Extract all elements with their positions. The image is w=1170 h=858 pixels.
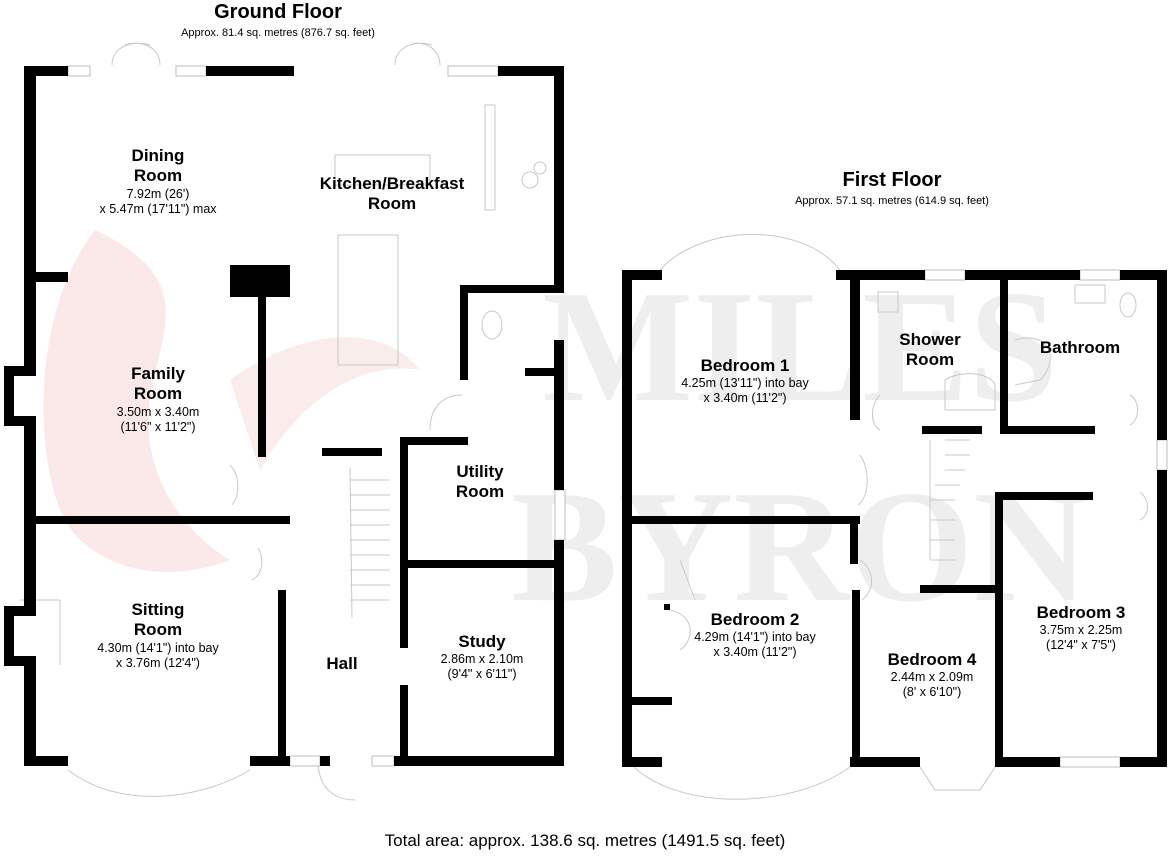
room-dining: Dining Room 7.92m (26') x 5.47m (17'11")… [78,146,238,217]
room-bedroom-3-name: Bedroom 3 [1036,603,1126,622]
room-bedroom-3-dim-2: (12'4" x 7'5") [1046,638,1116,653]
room-shower-name-2: Room [905,350,955,370]
ground-floor-walls [4,66,564,766]
room-family-name-2: Room [133,384,183,404]
room-dining-name-1: Dining [131,146,185,165]
first-floor-walls [622,270,1167,767]
watermark-logo [43,230,230,572]
room-bathroom-name: Bathroom [1039,338,1121,357]
room-sitting-dim-2: x 3.76m (12'4") [116,655,200,670]
room-study-dim-1: 2.86m x 2.10m [440,652,524,667]
room-study-name-1: Study [458,632,506,651]
room-family-name-1: Family [131,364,185,383]
room-shower-name-1: Shower [899,330,961,349]
room-bedroom-3-dim-1: 3.75m x 2.25m [1039,623,1123,638]
room-bedroom-4-name: Bedroom 4 [887,650,977,669]
room-bathroom: Bathroom [1015,338,1145,358]
room-bedroom-4-dim-1: 2.44m x 2.09m [890,670,974,685]
room-kitchen-name-1: Kitchen/Breakfast [319,174,465,193]
room-bedroom-3: Bedroom 3 3.75m x 2.25m (12'4" x 7'5") [1008,603,1154,653]
room-sitting-name-2: Room [133,620,183,640]
room-sitting-dim-1: 4.30m (14'1") into bay [97,640,219,655]
room-bedroom-4-dim-2: (8' x 6'10") [902,685,962,700]
watermark-text-1: MILES [542,257,1058,435]
room-hall: Hall [302,654,382,674]
room-kitchen-name-2: Room [367,194,417,214]
room-bedroom-2-dim-2: x 3.40m (11'2") [713,645,797,660]
room-bedroom-1-name: Bedroom 1 [700,356,790,375]
first-floor-area: Approx. 57.1 sq. metres (614.9 sq. feet) [795,195,989,207]
room-dining-dim-1: 7.92m (26') [126,186,190,201]
ground-floor-thin-lines [20,42,547,801]
room-family-dim-2: (11'6" x 11'2") [120,419,196,434]
room-hall-name-1: Hall [326,654,358,673]
room-sitting-name-1: Sitting [131,600,185,619]
room-family-dim-1: 3.50m x 3.40m [116,404,200,419]
room-bedroom-4: Bedroom 4 2.44m x 2.09m (8' x 6'10") [862,650,1002,700]
room-dining-dim-2: x 5.47m (17'11") max [99,201,217,216]
total-area: Total area: approx. 138.6 sq. metres (14… [384,831,786,850]
room-dining-name-2: Room [133,166,183,186]
ground-floor-area: Approx. 81.4 sq. metres (876.7 sq. feet) [181,27,375,39]
room-utility-name-1: Utility [456,462,504,481]
room-bedroom-1-dim-1: 4.25m (13'11") into bay [681,376,809,391]
room-bedroom-1-dim-2: x 3.40m (11'2") [703,391,787,406]
ground-floor-title: Ground Floor [214,1,342,23]
room-shower: Shower Room [880,330,980,371]
watermark-logo-swoosh [230,337,420,470]
watermark-text-2: BYRON [511,457,1089,635]
room-utility: Utility Room [420,462,540,503]
room-bedroom-2-name: Bedroom 2 [710,610,800,629]
room-family: Family Room 3.50m x 3.40m (11'6" x 11'2"… [78,364,238,435]
room-sitting: Sitting Room 4.30m (14'1") into bay x 3.… [58,600,258,671]
room-study: Study 2.86m x 2.10m (9'4" x 6'11") [412,632,552,682]
room-bedroom-2-dim-1: 4.29m (14'1") into bay [694,630,816,645]
first-floor-thin-lines [633,233,1148,800]
room-bedroom-1: Bedroom 1 4.25m (13'11") into bay x 3.40… [640,356,850,406]
room-kitchen: Kitchen/Breakfast Room [292,174,492,215]
room-study-dim-2: (9'4" x 6'11") [447,667,517,682]
room-bedroom-2: Bedroom 2 4.29m (14'1") into bay x 3.40m… [650,610,860,660]
room-utility-name-2: Room [455,482,505,502]
first-floor-title: First Floor [842,169,942,191]
